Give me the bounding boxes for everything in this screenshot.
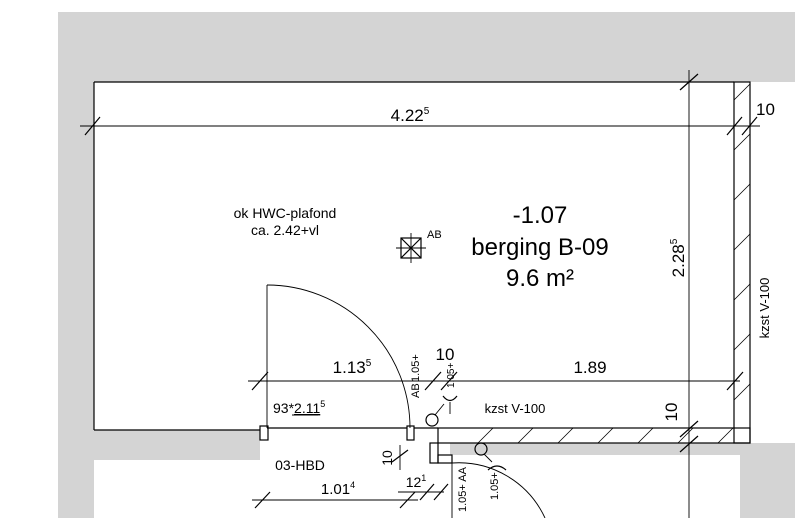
outlet-ab-height: 1.05+ — [410, 354, 422, 382]
room-area: 9.6 m² — [506, 265, 574, 292]
dim-gap: 10 — [436, 345, 455, 364]
top-left-wall-corner — [58, 12, 94, 46]
dim-room-height: 2.285 — [669, 238, 688, 277]
outlet-ab-height-2: 1.05+ — [446, 363, 457, 388]
left-wall — [58, 12, 94, 518]
top-wall — [58, 12, 795, 46]
lower-left-room — [94, 460, 260, 518]
dim-small-vertical: 10 — [379, 450, 395, 466]
ceiling-note-line2: ca. 2.42+vl — [251, 222, 319, 238]
dim-partition-thickness: 10 — [662, 403, 681, 422]
room-name: berging B-09 — [471, 234, 608, 261]
dimension-lines — [80, 70, 760, 518]
outlet-ab — [425, 395, 458, 427]
dim-small-width: 121 — [406, 473, 427, 490]
right-white — [750, 82, 795, 443]
dim-right-segment: 1.89 — [573, 358, 606, 377]
door-label: 93*2.115 — [273, 399, 325, 416]
outlet-lower-label: 1.05+ — [489, 472, 501, 500]
wall-partition-label: kzst V-100 — [485, 401, 546, 416]
room-outline — [93, 81, 734, 431]
bottom-partition-wall — [414, 427, 751, 444]
ceiling-note-line1: ok HWC-plafond — [234, 205, 337, 221]
dim-left-segment: 1.135 — [333, 358, 372, 377]
room-level: -1.07 — [513, 202, 568, 229]
wall-right-label: kzst V-100 — [757, 278, 772, 339]
dim-door-opening: 1.014 — [321, 480, 355, 498]
right-partition-wall — [733, 81, 751, 444]
outlet-aa — [474, 442, 507, 471]
fixture-label: AB — [427, 229, 442, 241]
bottom-left-wall-lower — [58, 460, 94, 518]
ceiling-fixture — [396, 233, 426, 263]
corridor — [260, 430, 450, 518]
dim-right-wall: 10 — [756, 100, 775, 119]
adjacent-room-label: 03-HBD — [275, 457, 325, 473]
dim-top-width: 4.225 — [391, 106, 430, 125]
door — [259, 284, 546, 518]
top-white-band — [94, 46, 795, 82]
bottom-left-wall — [94, 430, 260, 460]
room-interior — [94, 82, 734, 430]
outlet-ab-label: AB — [410, 383, 422, 398]
outlet-aa-label: 1.05+ AA — [457, 466, 469, 512]
